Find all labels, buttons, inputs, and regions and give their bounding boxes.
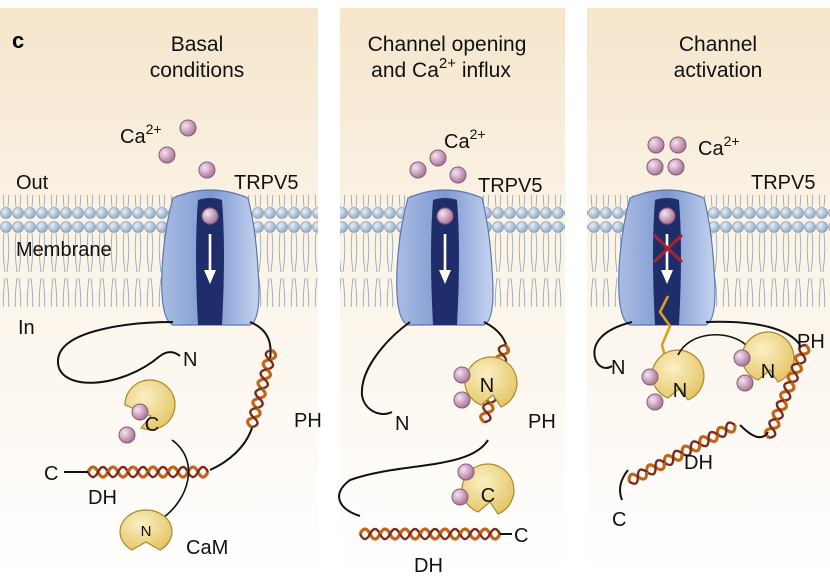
panel-3-ph-label: PH [797, 331, 825, 353]
panel-3-c-label: C [612, 509, 626, 531]
trpv5-channel [396, 189, 494, 326]
calcium-ion [198, 161, 216, 179]
svg-text:N: N [761, 361, 775, 383]
trpv5-channel [618, 189, 716, 326]
membrane-1 [0, 195, 318, 307]
calmodulin-n-lobe: N [651, 349, 705, 402]
calmodulin-c-lobe: C [124, 379, 176, 436]
calcium-ion [647, 136, 665, 154]
calcium-ion [429, 149, 447, 167]
svg-text:N: N [480, 375, 494, 397]
calcium-ion [158, 146, 176, 164]
calcium-ion [457, 463, 475, 481]
panel-1-title-line1: Basal [171, 33, 224, 56]
membrane-label: Membrane [16, 239, 112, 261]
calcium-ion [646, 158, 664, 176]
calcium-ion [736, 374, 754, 392]
calcium-ion-in-pore [658, 207, 676, 225]
calcium-ion [409, 161, 427, 179]
panel-1-c-label: C [44, 463, 58, 485]
svg-text:N: N [673, 380, 687, 402]
panel-3-title-line1: Channel [679, 33, 757, 56]
influx-arrow-icon [661, 270, 673, 284]
calcium-ion [131, 403, 149, 421]
panel-3-n-label: N [611, 357, 625, 379]
calcium-ion [451, 488, 469, 506]
block-x-icon [652, 233, 684, 264]
panel-basal: Basal conditions Ca2+ TRPV5 N PH C DH [44, 33, 322, 559]
panel-1-ion-label: Ca2+ [120, 121, 162, 148]
panel-1-title-line2: conditions [150, 59, 245, 82]
calmodulin-n-lobe-2: N [741, 331, 795, 383]
panel-2-c-label: C [514, 525, 528, 547]
calmodulin-n-lobe: N [464, 356, 518, 408]
panel-1-n-label: N [183, 349, 197, 371]
panel-2-channel-label: TRPV5 [478, 175, 542, 197]
panel-2-n-label: N [395, 413, 409, 435]
influx-arrow-icon [204, 270, 216, 284]
panel-2-title-line1: Channel opening [368, 33, 527, 56]
calcium-ion [118, 426, 136, 444]
panel-3-ion-label: Ca2+ [698, 133, 740, 160]
calcium-ion [669, 136, 687, 154]
calcium-ion-in-pore [201, 207, 219, 225]
panel-3-dh-label: DH [684, 452, 713, 474]
calcium-ion [179, 119, 197, 137]
panel-2-title-line2: and Ca2+ influx [371, 55, 511, 82]
linker [658, 295, 672, 361]
panel-1-channel-label: TRPV5 [234, 172, 298, 194]
panel-1-cam-label: CaM [186, 537, 228, 559]
calcium-ion [667, 158, 685, 176]
calcium-ion [646, 393, 664, 411]
influx-arrow-icon [439, 270, 451, 284]
panel-1-dh-label: DH [88, 487, 117, 509]
calcium-ion [449, 166, 467, 184]
panel-3-title-line2: activation [674, 59, 763, 82]
calcium-ion-in-pore [436, 207, 454, 225]
panel-2-dh-label: DH [414, 555, 443, 577]
svg-text:N: N [141, 523, 152, 540]
calcium-ion [641, 368, 659, 386]
panel-1-ph-label: PH [294, 410, 322, 432]
svg-text:C: C [145, 414, 159, 436]
panel-2-ph-label: PH [528, 411, 556, 433]
panel-channel-activation: Channel activation Ca2+ TRPV5 N N N [593, 33, 825, 531]
panel-2-ion-label: Ca2+ [444, 126, 486, 153]
out-label: Out [16, 172, 49, 194]
calcium-ion [453, 391, 471, 409]
trpv5-channel [161, 189, 260, 326]
calcium-ion [733, 349, 751, 367]
calmodulin-n-lobe: N [119, 509, 173, 551]
panel-letter: c [12, 28, 24, 53]
svg-text:C: C [481, 485, 495, 507]
panel-3-channel-label: TRPV5 [751, 172, 815, 194]
in-label: In [18, 317, 35, 339]
panel-channel-opening: Channel opening and Ca2+ influx Ca2+ TRP… [338, 33, 556, 577]
calcium-ion [453, 366, 471, 384]
